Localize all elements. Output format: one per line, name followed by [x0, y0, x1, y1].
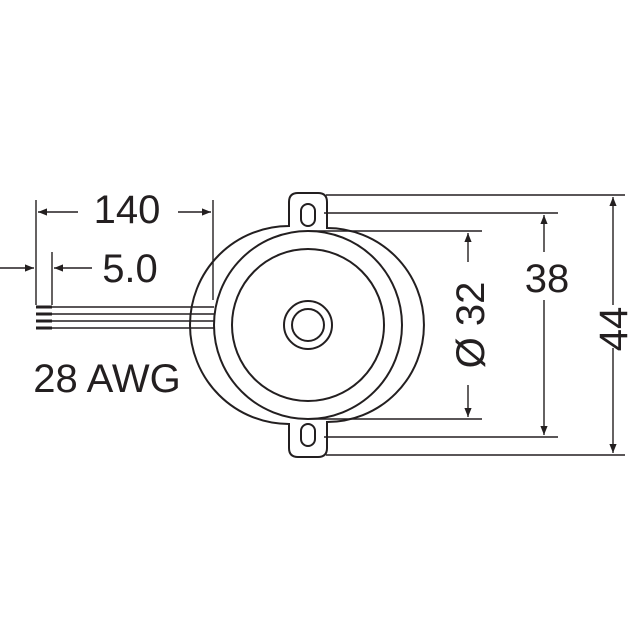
mounting-flange-outline: [189, 192, 425, 458]
sound-port-outer: [283, 300, 333, 350]
body-diameter-label: Ø 32: [449, 282, 493, 369]
overall-height-dimension: [326, 194, 625, 456]
strip-length-label: 5.0: [102, 247, 158, 291]
wire-length-label: 140: [94, 188, 161, 232]
housing-outer-circle: [213, 230, 403, 420]
housing-inner-circle: [231, 248, 385, 402]
wire-length-dimension: [35, 200, 214, 305]
hole-spacing-label: 38: [525, 257, 570, 301]
strip-length-dimension: [0, 252, 92, 305]
body-diameter-dimension: [308, 230, 482, 420]
sound-port-inner: [291, 308, 325, 342]
wire-gauge-label: 28 AWG: [33, 357, 180, 401]
bottom-mounting-hole: [300, 423, 316, 447]
lead-wires: [36, 305, 214, 330]
top-mounting-hole: [300, 203, 316, 227]
hole-spacing-dimension: [324, 212, 558, 438]
overall-height-label: 44: [592, 307, 636, 352]
